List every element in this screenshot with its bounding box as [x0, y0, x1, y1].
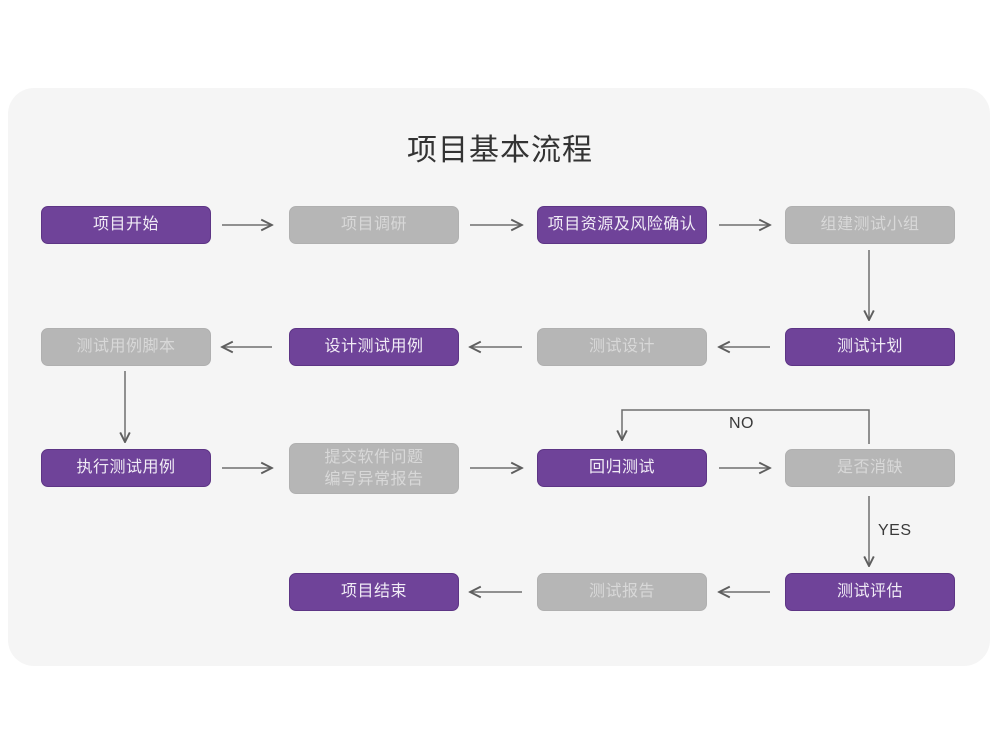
edge-label-no: NO: [729, 415, 754, 432]
node-test-report[interactable]: 测试报告: [537, 573, 707, 611]
node-test-plan[interactable]: 测试计划: [785, 328, 955, 366]
node-test-case-script[interactable]: 测试用例脚本: [41, 328, 211, 366]
edge-label-yes: YES: [878, 522, 912, 539]
flowchart-card-background: [8, 88, 990, 666]
node-defects-cleared[interactable]: 是否消缺: [785, 449, 955, 487]
node-test-design[interactable]: 测试设计: [537, 328, 707, 366]
node-project-start[interactable]: 项目开始: [41, 206, 211, 244]
node-test-evaluation[interactable]: 测试评估: [785, 573, 955, 611]
page-title: 项目基本流程: [407, 134, 593, 167]
node-resource-risk-confirm[interactable]: 项目资源及风险确认: [537, 206, 707, 244]
node-regression-test[interactable]: 回归测试: [537, 449, 707, 487]
node-project-research[interactable]: 项目调研: [289, 206, 459, 244]
node-design-test-cases[interactable]: 设计测试用例: [289, 328, 459, 366]
node-execute-test-cases[interactable]: 执行测试用例: [41, 449, 211, 487]
node-project-end[interactable]: 项目结束: [289, 573, 459, 611]
node-form-test-team[interactable]: 组建测试小组: [785, 206, 955, 244]
node-submit-defects-report[interactable]: 提交软件问题 编写异常报告: [289, 443, 459, 494]
